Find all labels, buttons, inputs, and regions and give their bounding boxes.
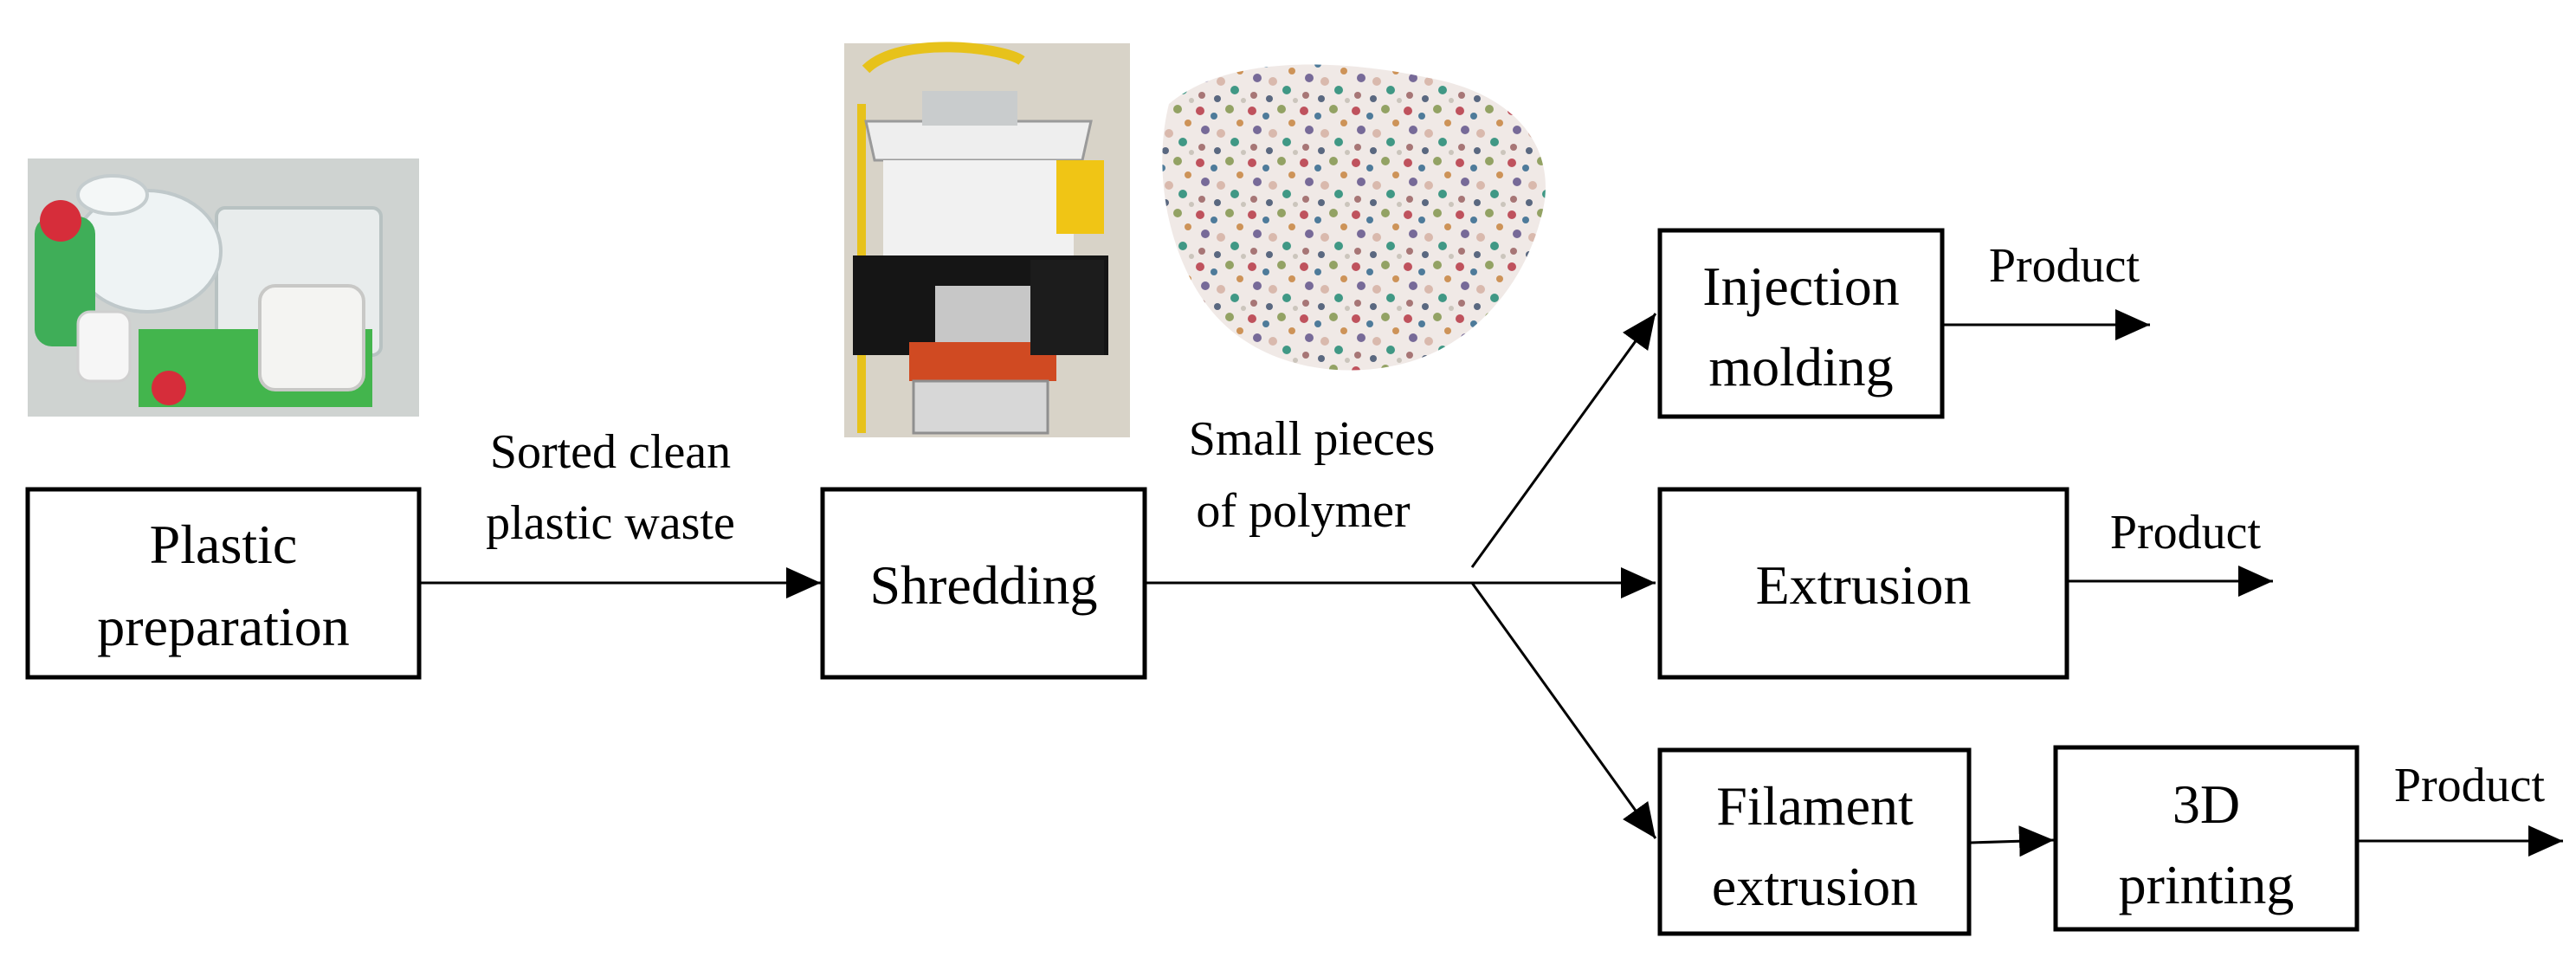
filament-extrusion-line1: Filament: [1716, 775, 1914, 837]
connectors: [420, 309, 2563, 857]
injection-molding-line2: molding: [1708, 336, 1893, 398]
arrow-branch-to-injection: [1470, 313, 1657, 568]
small-pieces-line2: of polymer: [1196, 484, 1411, 538]
box-plastic-preparation: Plastic preparation: [25, 487, 422, 680]
small-pieces-line1: Small pieces: [1189, 412, 1436, 466]
extrusion-product-label: Product: [2110, 506, 2262, 559]
3d-printing-line2: printing: [2119, 854, 2295, 915]
polymer-flakes-photo: [1162, 64, 1546, 371]
shredding-label: Shredding: [869, 554, 1097, 616]
injection-product-label: Product: [1989, 239, 2140, 293]
arrow-filament-to-3d-printing: [1970, 825, 2055, 857]
plastic-preparation-line1: Plastic: [150, 514, 298, 575]
label-small-pieces-of-polymer: Small pieces of polymer: [1189, 412, 1436, 538]
3d-printing-product-label: Product: [2394, 759, 2546, 812]
extrusion-label: Extrusion: [1756, 554, 1972, 616]
arrow-branch-to-filament: [1470, 582, 1657, 839]
filament-extrusion-line2: extrusion: [1712, 856, 1918, 917]
plastic-waste-photo: [28, 158, 419, 417]
label-sorted-clean-plastic-waste: Sorted clean plastic waste: [486, 425, 735, 550]
box-3d-printing: 3D printing: [2053, 745, 2360, 932]
injection-molding-line1: Injection: [1702, 255, 1899, 317]
shredder-photo: [844, 42, 1130, 437]
box-extrusion: Extrusion: [1657, 487, 2069, 680]
sorted-waste-line2: plastic waste: [486, 496, 735, 550]
box-shredding: Shredding: [820, 487, 1147, 680]
plastic-preparation-line2: preparation: [97, 596, 349, 657]
3d-printing-line1: 3D: [2172, 773, 2240, 835]
sorted-waste-line1: Sorted clean: [490, 425, 731, 479]
box-injection-molding: Injection molding: [1657, 228, 1945, 419]
box-filament-extrusion: Filament extrusion: [1657, 747, 1972, 936]
